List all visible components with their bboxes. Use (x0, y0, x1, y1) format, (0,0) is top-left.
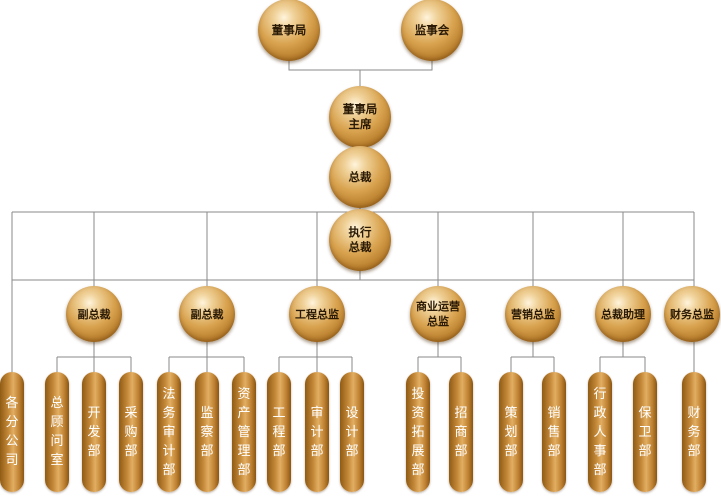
dept-legal-audit: 法务审计部 (157, 372, 181, 492)
node-executive-president: 执行 总裁 (329, 209, 391, 271)
dept-label: 设计部 (345, 405, 359, 459)
dept-supervision: 监察部 (195, 372, 219, 492)
dept-finance: 财务部 (682, 372, 706, 492)
dept-label: 审计部 (310, 405, 324, 459)
dept-label: 监察部 (200, 405, 214, 459)
node-president: 总裁 (329, 146, 391, 208)
dept-label: 采购部 (124, 405, 138, 459)
dept-label: 工程部 (272, 405, 286, 459)
dept-label: 行政人事部 (593, 386, 607, 478)
dept-label: 资产管理部 (237, 386, 251, 478)
node-marketing-director: 营销总监 (505, 286, 561, 342)
dept-design: 设计部 (340, 372, 364, 492)
dept-label: 各分公司 (5, 396, 19, 468)
dept-engineering: 工程部 (267, 372, 291, 492)
dept-label: 财务部 (687, 405, 701, 459)
dept-investment: 投资拓展部 (406, 372, 430, 492)
dept-merchants: 招商部 (449, 372, 473, 492)
node-supervisory-board: 监事会 (401, 0, 463, 61)
connector-line (278, 342, 353, 372)
dept-label: 投资拓展部 (411, 386, 425, 478)
dept-admin-hr: 行政人事部 (588, 372, 612, 492)
node-vice-president-1: 副总裁 (66, 286, 122, 342)
dept-consultant-office: 总顾问室 (45, 372, 69, 492)
dept-security: 保卫部 (633, 372, 657, 492)
connector-line (56, 342, 132, 372)
dept-label: 保卫部 (638, 405, 652, 459)
node-board: 董事局 (258, 0, 320, 61)
dept-development: 开发部 (82, 372, 106, 492)
dept-label: 总顾问室 (50, 396, 64, 468)
dept-label: 招商部 (454, 405, 468, 459)
dept-label: 销售部 (547, 405, 561, 459)
node-assistant-president: 总裁助理 (595, 286, 651, 342)
dept-label: 开发部 (87, 405, 101, 459)
dept-audit: 审计部 (305, 372, 329, 492)
dept-asset-management: 资产管理部 (232, 372, 256, 492)
dept-label: 策划部 (504, 405, 518, 459)
node-vice-president-2: 副总裁 (179, 286, 235, 342)
connector-line (417, 342, 462, 372)
node-chairman: 董事局 主席 (329, 86, 391, 148)
connector-line (510, 342, 555, 372)
connector-line (168, 342, 245, 372)
node-engineering-director: 工程总监 (289, 286, 345, 342)
dept-purchasing: 采购部 (119, 372, 143, 492)
node-finance-director: 财务总监 (664, 286, 720, 342)
dept-planning: 策划部 (499, 372, 523, 492)
dept-label: 法务审计部 (162, 386, 176, 478)
node-commercial-director: 商业运营 总监 (410, 286, 466, 342)
dept-sales: 销售部 (542, 372, 566, 492)
dept-branches: 各分公司 (0, 372, 24, 492)
connector-line (599, 342, 646, 372)
